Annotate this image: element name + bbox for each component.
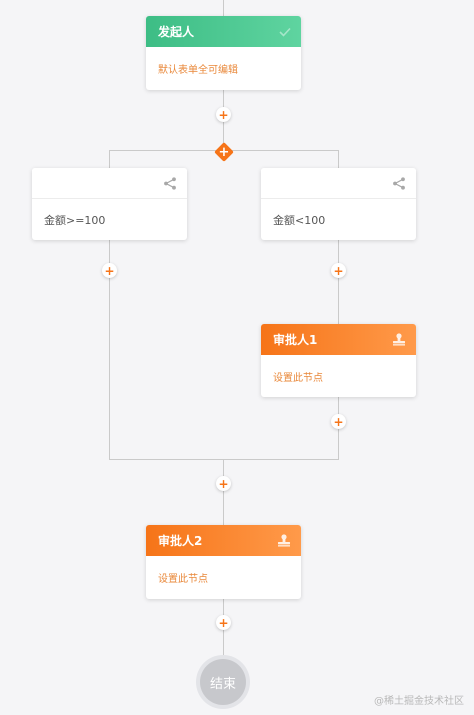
stamp-icon — [277, 534, 291, 547]
connector-merge — [223, 459, 224, 525]
initiator-node-header: 发起人 — [146, 16, 301, 47]
end-node: 结束 — [200, 659, 246, 705]
connector-branch-right-top — [338, 150, 339, 168]
condition-right-header — [261, 168, 416, 199]
condition-left-header — [32, 168, 187, 199]
approver2-node-title: 审批人2 — [158, 534, 203, 548]
condition-right-body: 金额<100 — [273, 213, 326, 227]
approver2-node[interactable]: 审批人2 设置此节点 — [146, 525, 301, 599]
condition-node-right[interactable]: 金额<100 — [261, 168, 416, 240]
share-icon[interactable] — [392, 176, 406, 190]
initiator-node[interactable]: 发起人 默认表单全可编辑 — [146, 16, 301, 90]
watermark: @稀土掘金技术社区 — [374, 696, 464, 707]
approver2-node-header: 审批人2 — [146, 525, 301, 556]
add-condition-button[interactable]: + — [218, 144, 230, 160]
connector-branch-bottom — [109, 459, 339, 460]
connector-top — [223, 0, 224, 16]
approver2-node-body: 设置此节点 — [158, 574, 208, 585]
condition-left-body: 金额>=100 — [44, 213, 106, 227]
connector-right-upper — [338, 240, 339, 324]
add-node-button-after-approver1[interactable]: + — [331, 414, 346, 429]
approver1-node-body: 设置此节点 — [273, 372, 323, 384]
add-node-button-after-merge[interactable]: + — [216, 476, 231, 491]
share-icon[interactable] — [163, 176, 177, 190]
stamp-icon — [392, 333, 406, 346]
add-node-button-right-branch[interactable]: + — [331, 263, 346, 278]
approver1-node-title: 审批人1 — [273, 333, 318, 347]
connector-left-branch — [109, 240, 110, 459]
approver1-node[interactable]: 审批人1 设置此节点 — [261, 324, 416, 397]
connector-approver2-end — [223, 599, 224, 661]
connector-branch-left-top — [109, 150, 110, 168]
check-icon — [279, 27, 291, 37]
add-node-button-after-initiator[interactable]: + — [216, 107, 231, 122]
condition-node-left[interactable]: 金额>=100 — [32, 168, 187, 240]
approver1-node-header: 审批人1 — [261, 324, 416, 355]
initiator-node-body: 默认表单全可编辑 — [158, 65, 238, 76]
add-node-button-after-approver2[interactable]: + — [216, 615, 231, 630]
initiator-node-title: 发起人 — [158, 25, 195, 39]
add-node-button-left-branch[interactable]: + — [102, 263, 117, 278]
